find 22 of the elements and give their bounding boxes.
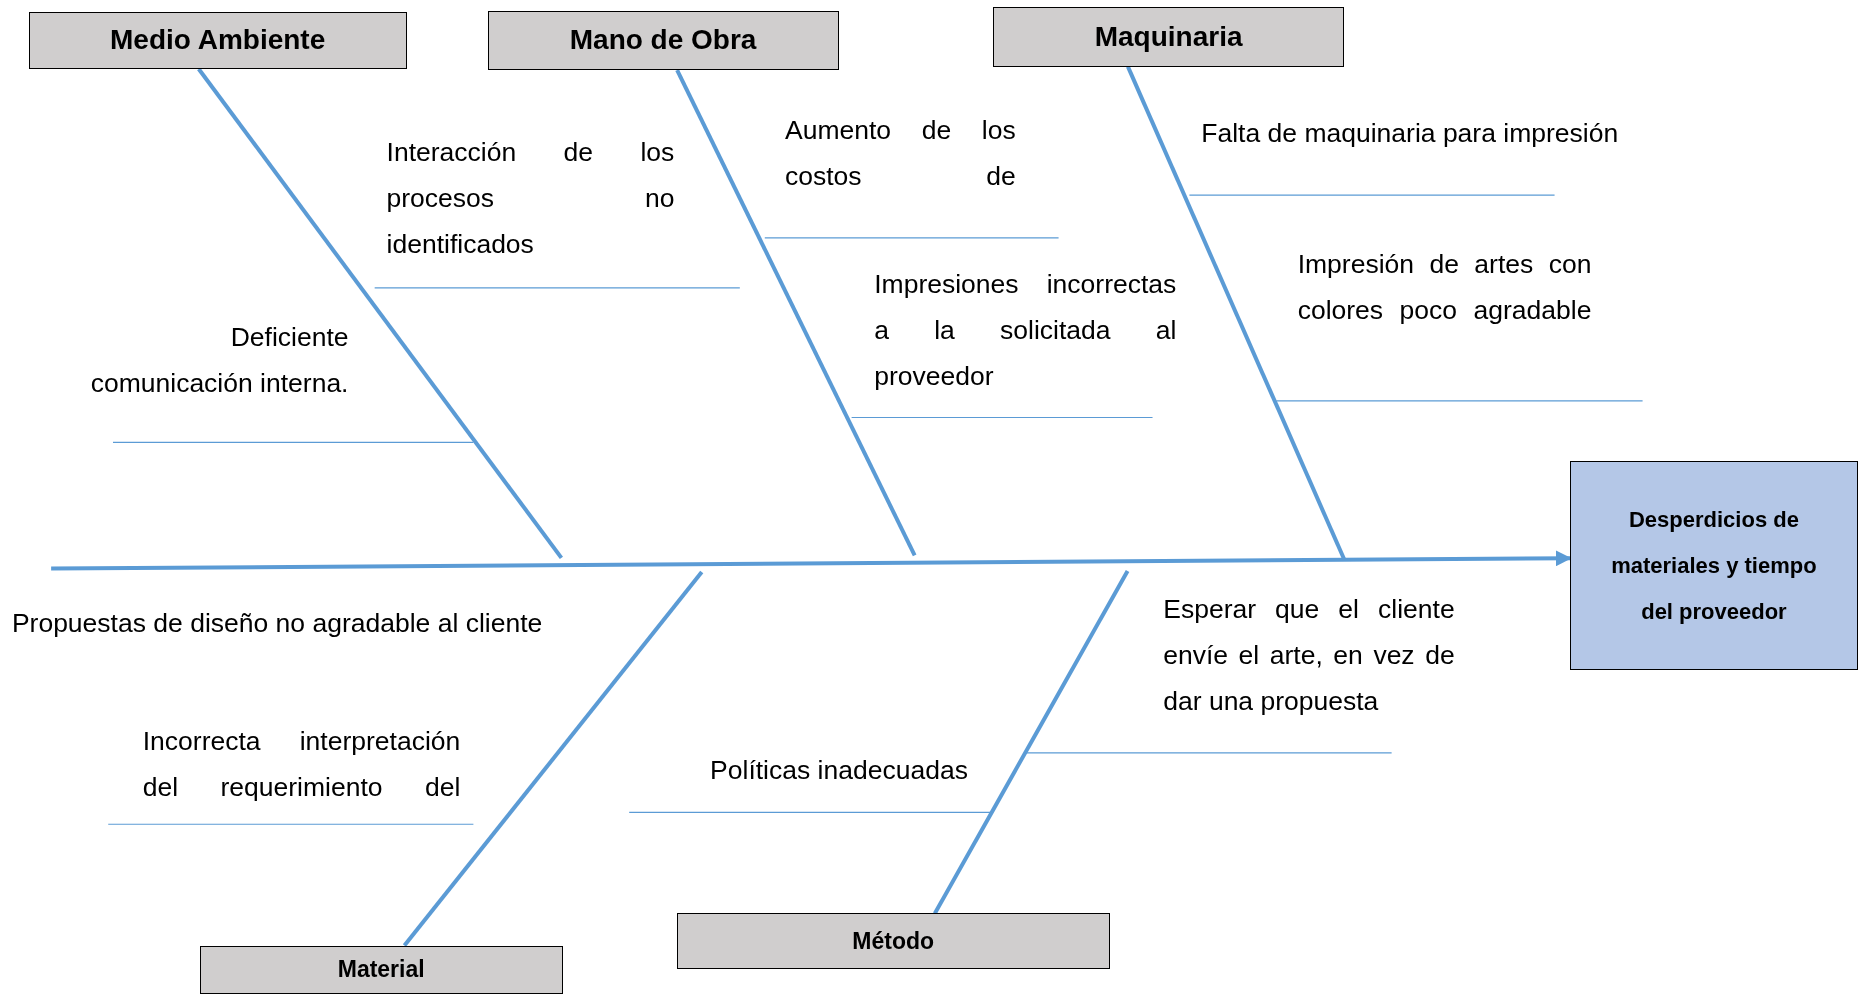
bone-line <box>402 570 704 947</box>
cause-text: Interacción de los procesos no identificados <box>386 136 675 262</box>
category-box: Material <box>199 945 563 995</box>
cause-text: Falta de maquinaria para impresión <box>1201 117 1620 151</box>
cause-text: Propuestas de diseño no agradable al cliente <box>11 607 544 641</box>
bone-line <box>197 67 563 560</box>
cause-text: Aumento de los costos de <box>785 113 1016 193</box>
cause-text: Impresiones incorrectas a la solicitada al proveedor <box>874 268 1177 394</box>
cause-text: Incorrecta interpretación del requerimiento del <box>142 725 461 804</box>
cause-text: Políticas inadecuadas <box>710 753 969 787</box>
cause-text: Esperar que el cliente envíe el arte, en vez de dar una propuesta <box>1163 592 1455 718</box>
cause-text: Deficiente comunicación interna. <box>89 320 349 400</box>
effect-box: Desperdicios de materiales y tiempo del proveedor <box>1570 461 1858 670</box>
cause-text: Impresión de artes con colores poco agradable <box>1297 248 1592 328</box>
bone-line <box>675 69 917 557</box>
spine-arrow <box>51 550 1572 571</box>
bone-line <box>1126 65 1346 560</box>
category-box: Medio Ambiente <box>28 11 407 69</box>
category-box: Método <box>676 913 1110 970</box>
category-box: Maquinaria <box>993 7 1345 67</box>
bone-line <box>933 569 1130 915</box>
category-box: Mano de Obra <box>487 10 839 71</box>
